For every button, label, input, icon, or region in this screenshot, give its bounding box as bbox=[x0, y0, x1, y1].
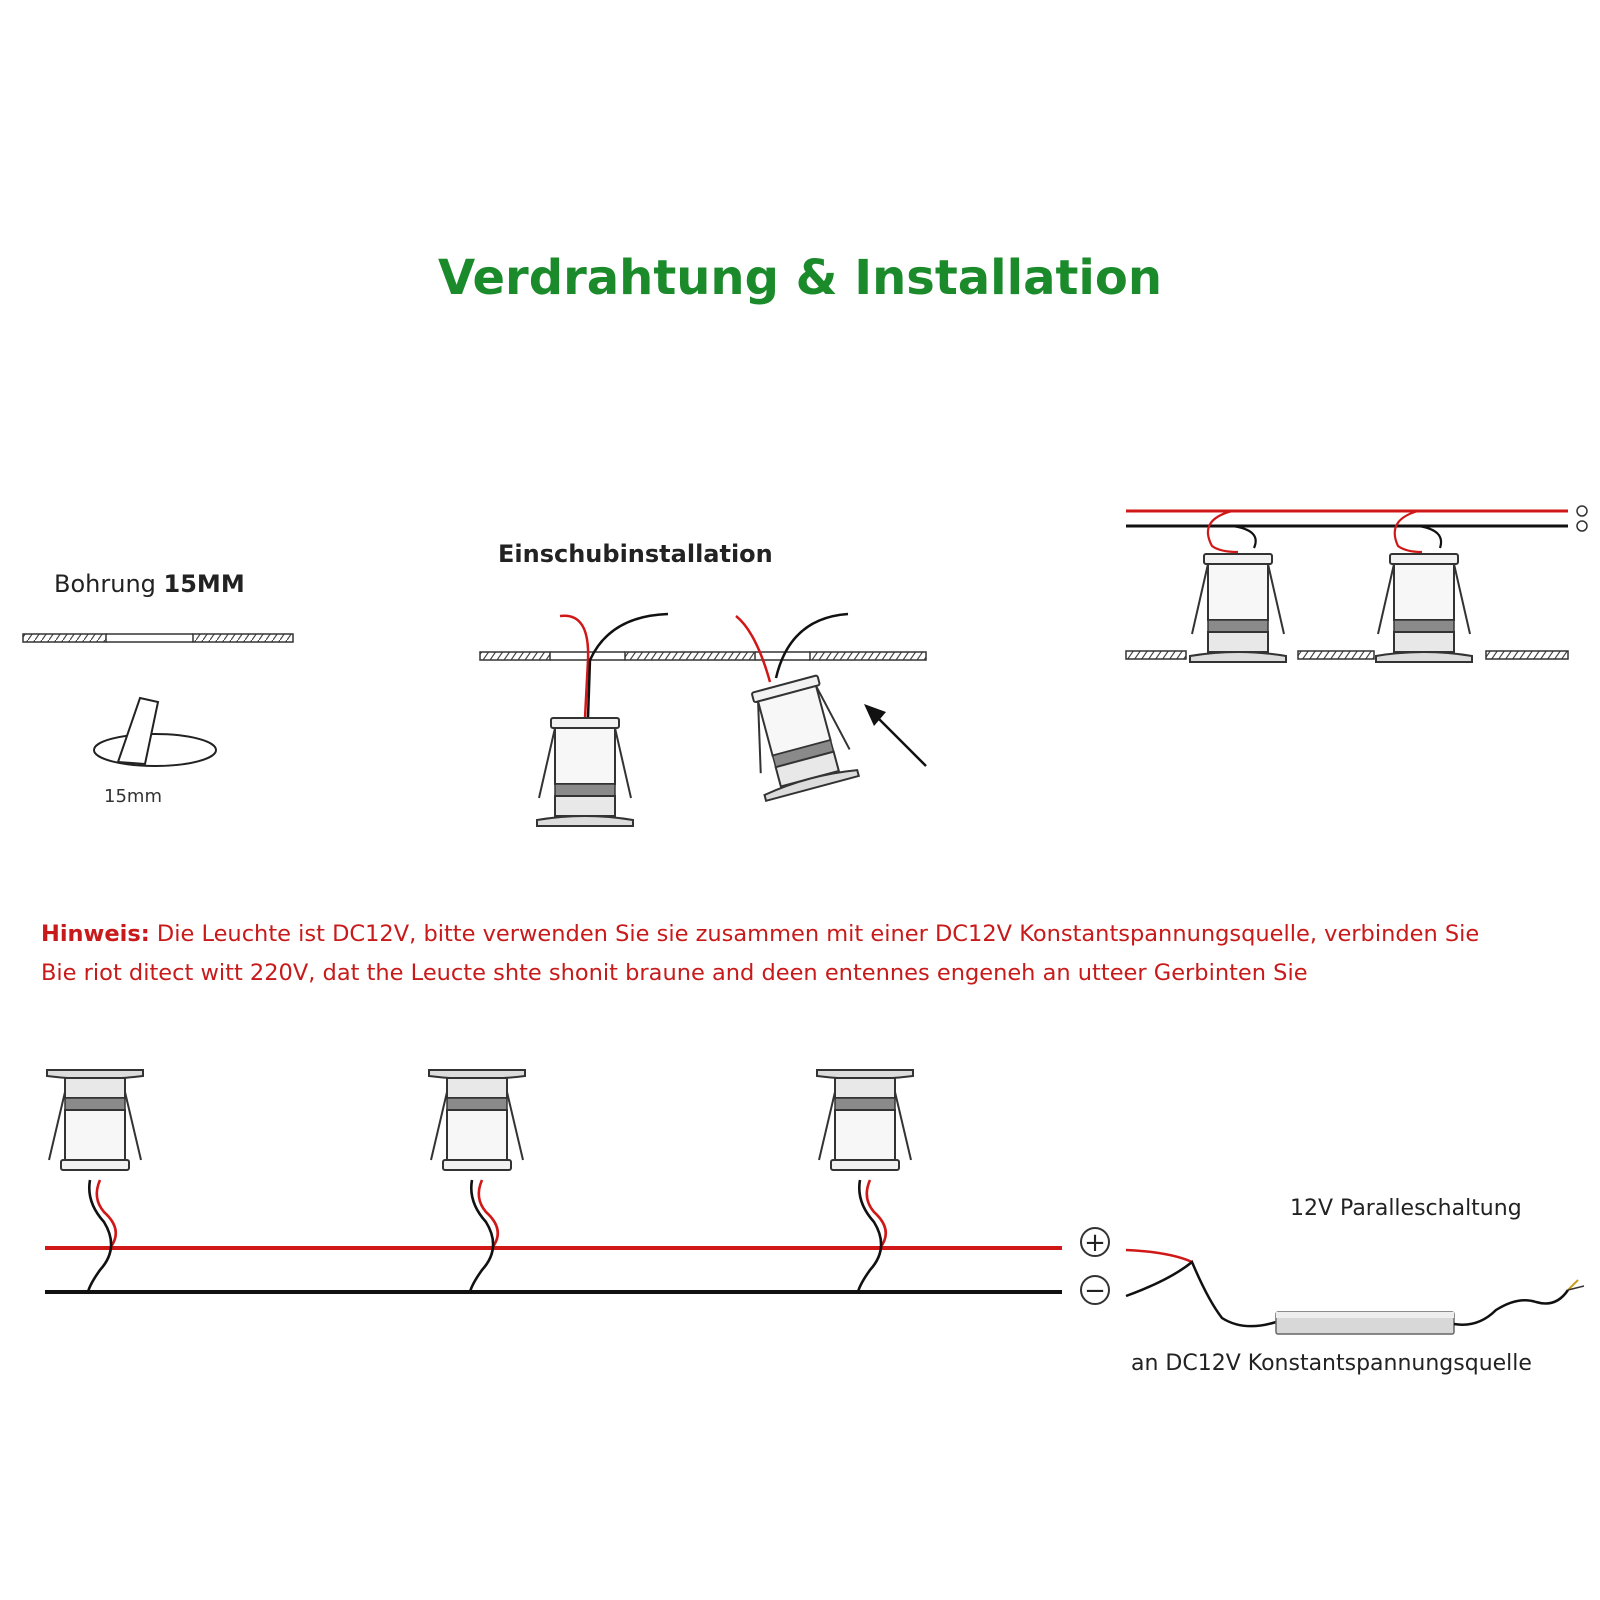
note-line-1: Die Leuchte ist DC12V, bitte verwenden S… bbox=[156, 921, 1480, 947]
drill-dimension: 15mm bbox=[104, 786, 162, 807]
parallel-circuit-label: 12V Paralleschaltung bbox=[1290, 1196, 1522, 1221]
drill-label-prefix: Bohrung bbox=[54, 570, 156, 598]
wire-red bbox=[559, 614, 590, 719]
terminal-icon bbox=[1576, 505, 1588, 517]
note-text: Hinweis: Die Leuchte ist DC12V, bitte ve… bbox=[41, 915, 1561, 993]
note-label: Hinweis: bbox=[41, 921, 150, 947]
psu-wire-black bbox=[1125, 1259, 1277, 1328]
drill-illustration bbox=[22, 633, 294, 767]
plus-symbol: + bbox=[1084, 1228, 1106, 1258]
arrow-icon bbox=[864, 704, 886, 726]
panel-left bbox=[22, 633, 107, 643]
minus-terminal-icon bbox=[1080, 1275, 1110, 1305]
light-fixture-tilted bbox=[737, 670, 860, 802]
drill-hole bbox=[93, 733, 217, 767]
page-title: Verdrahtung & Installation bbox=[437, 250, 1163, 306]
wire-red bbox=[735, 615, 772, 683]
arrow-line bbox=[871, 711, 927, 767]
power-source-label: an DC12V Konstantspannungsquelle bbox=[1131, 1351, 1532, 1376]
light-fixture bbox=[46, 1069, 144, 1171]
psu-wire-red bbox=[1125, 1248, 1193, 1264]
note-line-2: Bie riot ditect witt 220V, dat the Leuct… bbox=[41, 960, 1308, 986]
mains-cable bbox=[1453, 1289, 1570, 1326]
insert-install-illustration bbox=[479, 612, 927, 827]
light-fixture bbox=[1375, 553, 1473, 663]
mounted-illustration bbox=[1125, 505, 1588, 663]
drill-bit bbox=[116, 696, 160, 766]
terminal-icon bbox=[1576, 520, 1588, 532]
minus-symbol: − bbox=[1084, 1276, 1106, 1306]
wire-black bbox=[586, 612, 669, 719]
drill-label-value: 15MM bbox=[163, 570, 245, 598]
light-fixture bbox=[536, 717, 634, 827]
light-fixture bbox=[1189, 553, 1287, 663]
light-fixture bbox=[816, 1069, 914, 1171]
insert-install-label: Einschubinstallation bbox=[498, 540, 773, 568]
parallel-wiring-illustration: + − bbox=[45, 1069, 1585, 1335]
plus-terminal-icon bbox=[1080, 1227, 1110, 1257]
wire-black bbox=[774, 612, 849, 679]
light-fixture bbox=[428, 1069, 526, 1171]
panel-right bbox=[192, 633, 294, 643]
drill-label: Bohrung 15MM bbox=[54, 570, 245, 598]
